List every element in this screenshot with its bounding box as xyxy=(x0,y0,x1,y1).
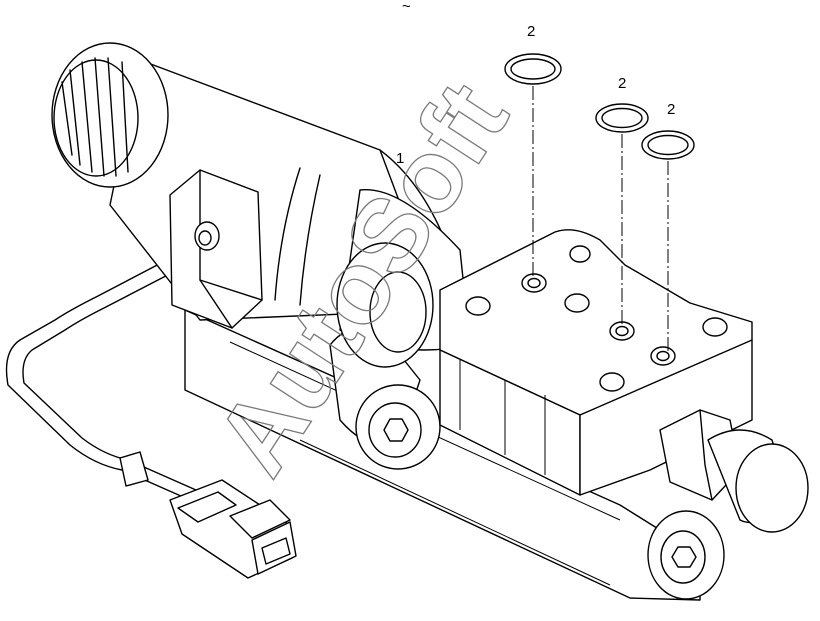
coil-connector-housing xyxy=(169,169,263,329)
valve-cartridge xyxy=(336,188,471,368)
hex-fitting xyxy=(659,409,809,533)
cable-sleeve xyxy=(119,451,149,487)
o-ring-b xyxy=(595,103,649,133)
hex-socket-icon xyxy=(671,546,697,568)
port-a xyxy=(521,273,547,293)
wiring-harness xyxy=(5,239,297,579)
hex-socket-icon xyxy=(383,418,409,442)
electrical-connector xyxy=(169,479,297,579)
callout-1: 1 xyxy=(396,150,404,167)
o-ring-c xyxy=(641,130,695,160)
manual-override-knob xyxy=(51,42,169,188)
callout-2a: 2 xyxy=(527,23,535,40)
o-ring-a xyxy=(504,53,562,85)
top-mark: ~ xyxy=(402,0,411,15)
end-plug xyxy=(647,510,725,600)
valve-base-body xyxy=(184,309,725,601)
callout-2b: 2 xyxy=(618,75,626,92)
port-c xyxy=(650,346,676,366)
callout-2c: 2 xyxy=(667,101,675,118)
